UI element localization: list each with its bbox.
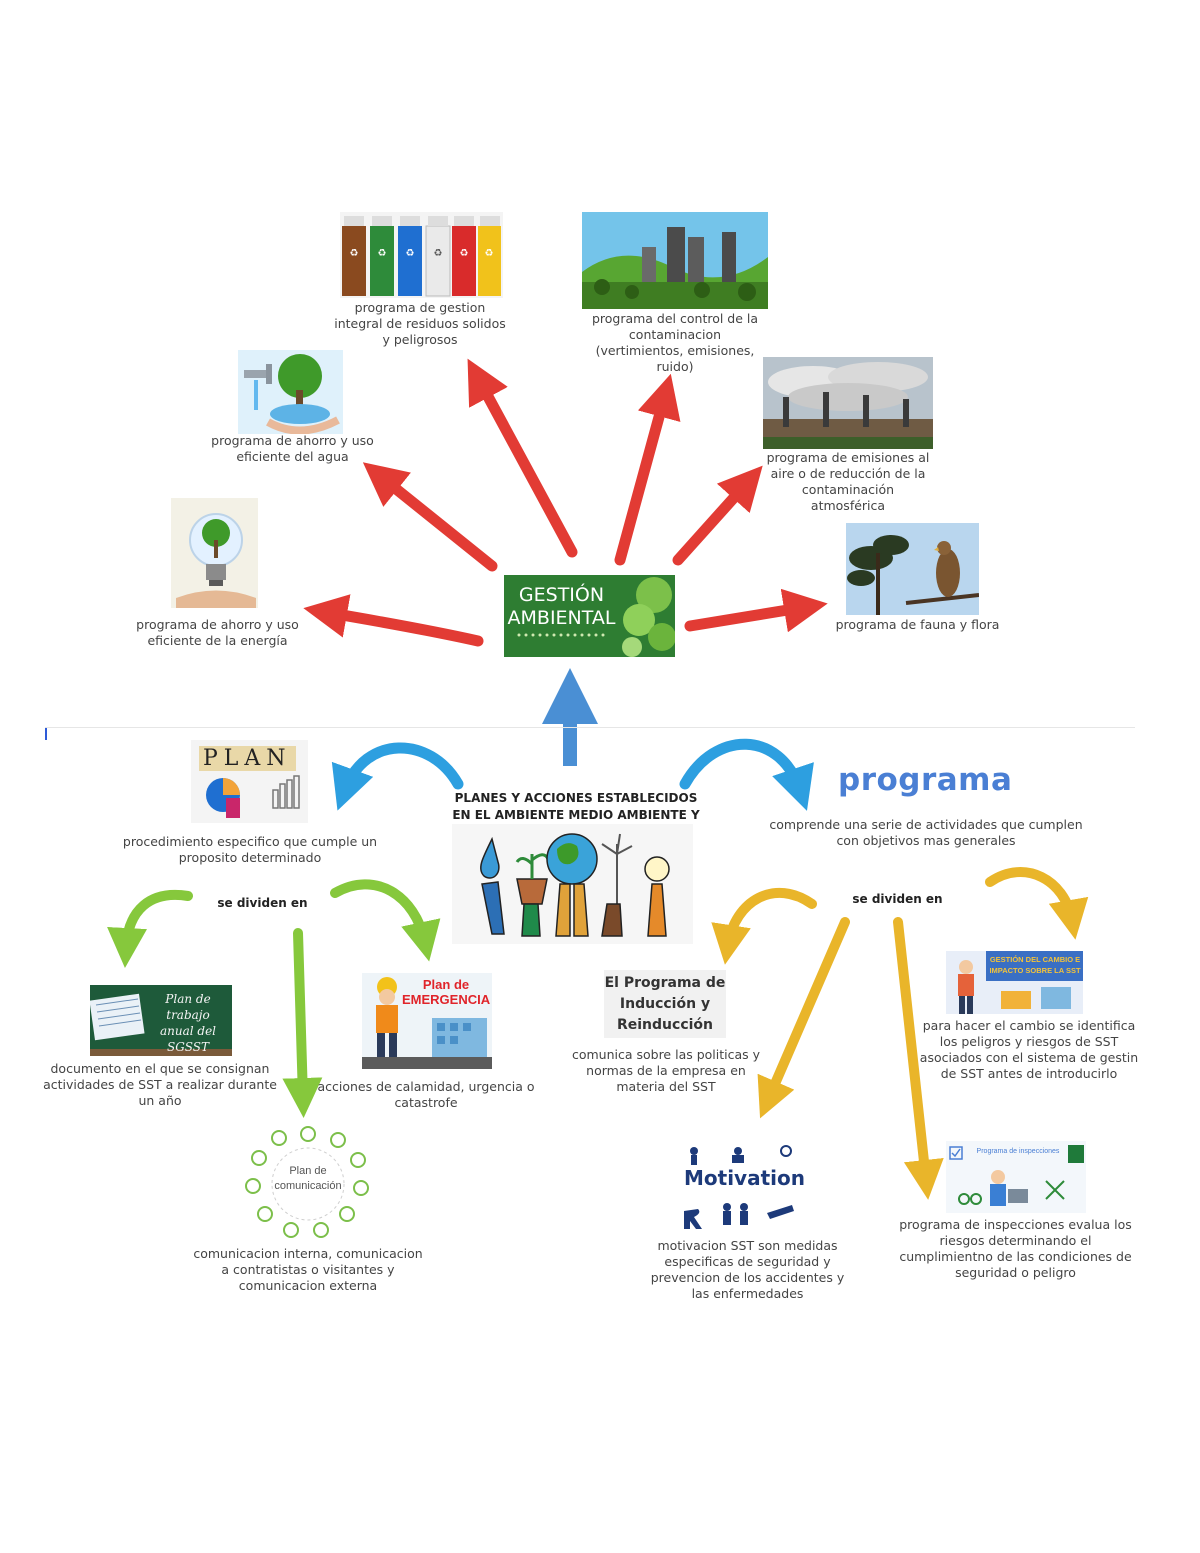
arrow-to-contaminacion bbox=[614, 373, 681, 566]
program-agua-label: programa de ahorro y uso eficiente del a… bbox=[211, 433, 374, 464]
recycling-bins-image: ♻ ♻ ♻ ♻ ♻ ♻ bbox=[340, 212, 503, 298]
arrow-to-inspecciones bbox=[893, 917, 944, 1200]
eagle-tree-image bbox=[846, 523, 979, 615]
svg-text:♻: ♻ bbox=[434, 248, 443, 259]
motivation-image: Motivation bbox=[682, 1143, 806, 1233]
program-contaminacion-label: programa del control de la contaminacion… bbox=[591, 311, 759, 374]
lightbulb-plant-image bbox=[171, 498, 258, 608]
program-residuos-label: programa de gestion integral de residuos… bbox=[334, 300, 506, 347]
arrow-to-motivation bbox=[757, 917, 850, 1119]
programa-description: comprende una serie de actividades que c… bbox=[769, 817, 1083, 848]
arrow-to-plan-comunicacion bbox=[282, 928, 323, 1118]
divider-marker bbox=[45, 728, 47, 740]
water-saving-image bbox=[238, 350, 343, 434]
plan-divide-label: se dividen en bbox=[217, 896, 308, 910]
svg-text:♻: ♻ bbox=[378, 248, 387, 259]
motivacion-description: motivacion SST son medidas especificas d… bbox=[650, 1238, 845, 1301]
gestion-ambiental-box: GESTIÓN AMBIENTAL bbox=[504, 575, 675, 657]
induccion-title: El Programa de Inducción y Reinducción bbox=[604, 975, 726, 1033]
plan-trabajo-chalk-text: Plan de trabajo anual del SGSST bbox=[159, 992, 217, 1054]
induccion-title-box: El Programa de Inducción y Reinducción bbox=[604, 970, 726, 1038]
inspecciones-image-text: Programa de inspecciones bbox=[976, 1148, 1060, 1155]
arrow-to-induccion bbox=[711, 888, 817, 965]
motivation-word: Motivation bbox=[684, 1166, 805, 1190]
plan-emergencia-image: Plan de EMERGENCIA bbox=[362, 973, 492, 1069]
arrow-to-agua bbox=[362, 462, 498, 572]
plan-image: PLAN bbox=[191, 740, 308, 823]
program-energia-label: programa de ahorro y uso eficiente de la… bbox=[136, 617, 299, 648]
gestion-ambiental-title: GESTIÓN AMBIENTAL bbox=[507, 584, 616, 629]
arrow-to-cambio bbox=[985, 867, 1089, 940]
plan-emergencia-description: acciones de calamidad, urgencia o catast… bbox=[317, 1079, 535, 1110]
plan-emergencia-text: Plan de EMERGENCIA bbox=[402, 977, 491, 1007]
industrial-emissions-image bbox=[763, 357, 933, 449]
arrow-to-programa bbox=[679, 738, 814, 811]
svg-text:♻: ♻ bbox=[460, 248, 469, 259]
svg-text:♻: ♻ bbox=[350, 248, 359, 259]
induccion-description: comunica sobre las politicas y normas de… bbox=[571, 1047, 761, 1094]
plan-trabajo-description: documento en el que se consignan activid… bbox=[43, 1061, 277, 1108]
plan-description: procedimiento especifico que cumple un p… bbox=[122, 834, 378, 865]
arrow-to-plan-emergencia bbox=[330, 879, 441, 962]
arrow-to-residuos bbox=[467, 358, 578, 558]
program-fauna-label: programa de fauna y flora bbox=[835, 617, 1000, 632]
section-divider bbox=[45, 727, 1135, 728]
programa-divide-label: se dividen en bbox=[852, 892, 943, 906]
arrow-to-fauna bbox=[684, 588, 828, 633]
plan-comunicacion-image: Plan de comunicación bbox=[243, 1126, 373, 1243]
plan-trabajo-image: Plan de trabajo anual del SGSST bbox=[90, 985, 232, 1056]
gestion-cambio-image: GESTIÓN DEL CAMBIO E IMPACTO SOBRE LA SS… bbox=[946, 951, 1083, 1014]
hands-environment-image bbox=[452, 824, 693, 944]
inspecciones-image: Programa de inspecciones bbox=[946, 1141, 1086, 1213]
gestion-cambio-text: GESTIÓN DEL CAMBIO E IMPACTO SOBRE LA SS… bbox=[989, 955, 1081, 975]
gestion-cambio-description: para hacer el cambio se identifica los p… bbox=[919, 1018, 1139, 1081]
arrow-to-plan-trabajo bbox=[107, 890, 193, 968]
arrow-to-emisiones bbox=[672, 465, 763, 566]
svg-text:♻: ♻ bbox=[485, 248, 494, 259]
program-emisiones-label: programa de emisiones al aire o de reduc… bbox=[766, 450, 930, 513]
svg-text:♻: ♻ bbox=[406, 248, 415, 259]
city-pollution-image bbox=[582, 212, 768, 309]
arrow-to-plan bbox=[331, 742, 464, 811]
plan-comunicacion-description: comunicacion interna, comunicacion a con… bbox=[193, 1246, 423, 1293]
arrow-to-energia bbox=[303, 594, 484, 647]
plan-comunicacion-text: Plan de comunicación bbox=[274, 1165, 342, 1192]
programa-title: programa bbox=[838, 762, 1013, 798]
plan-tiles-text: PLAN bbox=[199, 746, 296, 771]
inspecciones-description: programa de inspecciones evalua los ries… bbox=[899, 1217, 1132, 1280]
